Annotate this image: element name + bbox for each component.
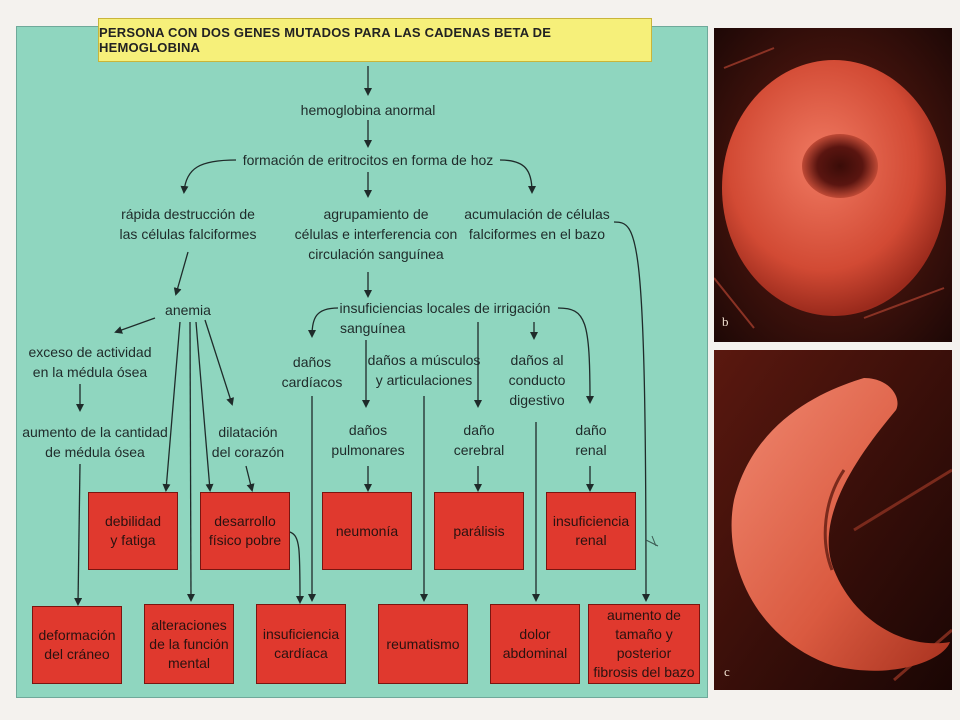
box-paralisis-label: parálisis bbox=[453, 522, 505, 539]
node-pulmonares: daños pulmonares bbox=[326, 420, 410, 460]
box-paralisis: parálisis bbox=[434, 492, 524, 570]
box-bazo-line3: fibrosis del bazo bbox=[593, 664, 695, 680]
node-agrupamiento-line3: circulación sanguínea bbox=[308, 246, 444, 262]
box-reumatismo: reumatismo bbox=[378, 604, 468, 684]
box-debilidad-line1: debilidad bbox=[104, 513, 162, 529]
diagram-title: PERSONA CON DOS GENES MUTADOS PARA LAS C… bbox=[98, 18, 652, 62]
box-bazo-line1: aumento de bbox=[607, 607, 681, 623]
box-debilidad-line2: y fatiga bbox=[110, 532, 156, 548]
micrograph-normal-cell: b bbox=[714, 28, 952, 342]
node-musculos-line2: y articulaciones bbox=[375, 372, 473, 388]
node-formacion: formación de eritrocitos en forma de hoz bbox=[242, 152, 494, 168]
node-destruccion-line1: rápida destrucción de bbox=[121, 206, 255, 222]
box-insuficiencia-renal: insuficiencia renal bbox=[546, 492, 636, 570]
box-deformacion-line2: del cráneo bbox=[44, 646, 110, 662]
box-desarrollo-line1: desarrollo bbox=[214, 513, 276, 529]
box-neumonia-label: neumonía bbox=[335, 522, 399, 539]
box-neumonia: neumonía bbox=[322, 492, 412, 570]
node-hemoglobina: hemoglobina anormal bbox=[300, 102, 436, 118]
box-alteraciones-line1: alteraciones bbox=[151, 616, 227, 633]
node-dilatacion-line2: del corazón bbox=[211, 444, 285, 460]
node-insuficiencias: insuficiencias locales de irrigación san… bbox=[330, 298, 560, 338]
node-insuficiencias-line1: insuficiencias locales de irrigación bbox=[339, 300, 551, 316]
node-exceso-line2: en la médula ósea bbox=[32, 364, 148, 380]
box-deformacion-line1: deformación bbox=[38, 627, 116, 643]
node-cerebral-line2: cerebral bbox=[453, 442, 505, 458]
node-destruccion-line2: las células falciformes bbox=[119, 226, 257, 242]
box-dolor: dolor abdominal bbox=[490, 604, 580, 684]
node-dilatacion-line1: dilatación bbox=[218, 424, 278, 440]
node-acumulacion: acumulación de células falciformes en el… bbox=[452, 204, 622, 244]
node-pulmonares-line1: daños bbox=[348, 422, 388, 438]
node-cardiacos-line2: cardíacos bbox=[281, 374, 343, 390]
box-desarrollo: desarrollo físico pobre bbox=[200, 492, 290, 570]
node-cardiacos-line1: daños bbox=[292, 354, 332, 370]
node-digestivo: daños al conducto digestivo bbox=[496, 350, 578, 410]
node-renal-line1: daño bbox=[575, 422, 607, 438]
box-insrenal-line1: insuficiencia bbox=[552, 513, 630, 529]
node-digestivo-line2: conducto bbox=[508, 372, 566, 388]
box-dolor-line2: abdominal bbox=[502, 645, 568, 661]
box-bazo: aumento de tamaño y posterior fibrosis del… bbox=[588, 604, 700, 684]
node-pulmonares-line2: pulmonares bbox=[331, 442, 405, 458]
node-digestivo-line3: digestivo bbox=[509, 392, 565, 408]
node-acumulacion-line1: acumulación de células bbox=[464, 206, 610, 222]
micrograph-sickle-cell: c bbox=[714, 350, 952, 690]
node-exceso: exceso de actividad en la médula ósea bbox=[24, 342, 156, 382]
node-cerebral: daño cerebral bbox=[444, 420, 514, 460]
node-cerebral-line1: daño bbox=[463, 422, 495, 438]
node-agrupamiento: agrupamiento de células e interferencia … bbox=[286, 204, 466, 264]
node-digestivo-line1: daños al bbox=[510, 352, 564, 368]
box-desarrollo-line2: físico pobre bbox=[208, 532, 282, 548]
box-alteraciones-line3: mental bbox=[167, 654, 211, 671]
box-inscardiaca-line2: cardíaca bbox=[274, 645, 328, 661]
box-debilidad: debilidad y fatiga bbox=[88, 492, 178, 570]
node-agrupamiento-line1: agrupamiento de bbox=[323, 206, 429, 222]
photo-label-b: b bbox=[722, 314, 729, 329]
node-acumulacion-line2: falciformes en el bazo bbox=[468, 226, 606, 242]
node-agrupamiento-line2: células e interferencia con bbox=[294, 226, 458, 242]
normal-red-cell-image bbox=[714, 28, 952, 342]
node-musculos: daños a músculos y articulaciones bbox=[362, 350, 486, 390]
node-exceso-line1: exceso de actividad bbox=[28, 344, 152, 360]
box-alteraciones-line2: de la función bbox=[149, 635, 229, 652]
node-anemia: anemia bbox=[165, 302, 211, 318]
box-insrenal-line2: renal bbox=[575, 532, 607, 548]
node-insuficiencias-line2: sanguínea bbox=[340, 320, 406, 336]
box-deformacion: deformación del cráneo bbox=[32, 606, 122, 684]
node-aumento: aumento de la cantidad de médula ósea bbox=[20, 422, 170, 462]
node-dilatacion: dilatación del corazón bbox=[206, 422, 290, 462]
node-aumento-line1: aumento de la cantidad bbox=[22, 424, 168, 440]
diagram-panel bbox=[16, 26, 708, 698]
photo-label-c: c bbox=[724, 664, 730, 679]
sickle-cell-image bbox=[714, 350, 952, 690]
node-renal: daño renal bbox=[566, 420, 616, 460]
box-dolor-line1: dolor bbox=[519, 626, 551, 642]
node-destruccion: rápida destrucción de las células falcif… bbox=[108, 204, 268, 244]
node-cardiacos: daños cardíacos bbox=[272, 352, 352, 392]
box-alteraciones: alteraciones de la función mental bbox=[144, 604, 234, 684]
box-reumatismo-label: reumatismo bbox=[386, 635, 460, 652]
box-bazo-line2: tamaño y posterior bbox=[615, 626, 673, 661]
box-inscardiaca-line1: insuficiencia bbox=[262, 626, 340, 642]
node-musculos-line1: daños a músculos bbox=[367, 352, 481, 368]
box-insuficiencia-cardiaca: insuficiencia cardíaca bbox=[256, 604, 346, 684]
node-aumento-line2: de médula ósea bbox=[45, 444, 145, 460]
node-renal-line2: renal bbox=[575, 442, 607, 458]
